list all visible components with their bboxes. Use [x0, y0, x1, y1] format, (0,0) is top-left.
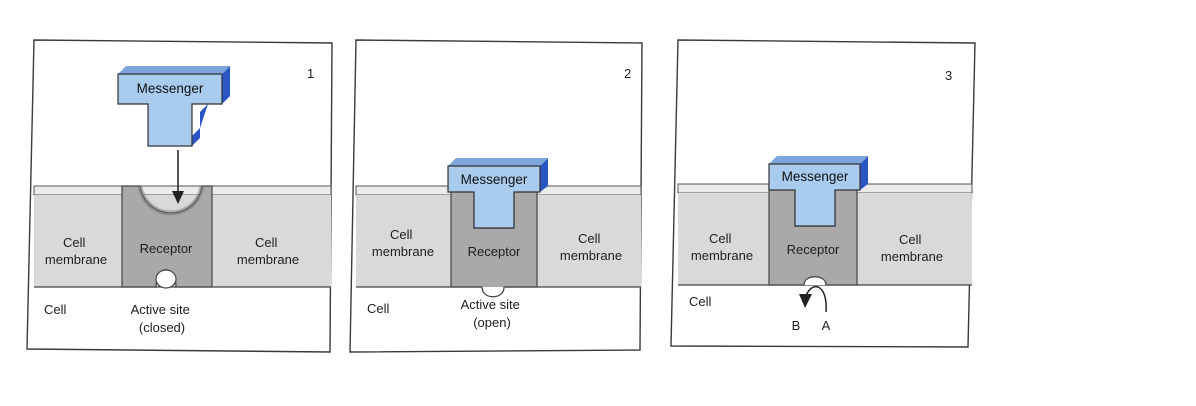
messenger: [117, 73, 223, 147]
panel-1: 1 Messenger Cell membrane Receptor Cell …: [26, 39, 333, 353]
product-b-label: B: [792, 318, 801, 333]
messenger-side: [192, 66, 230, 146]
messenger: [768, 163, 861, 227]
active-site: [803, 276, 827, 286]
arrow-down-icon: [799, 294, 812, 308]
messenger-label: Messenger: [137, 81, 204, 96]
panel-2: 2 Messenger Cell membrane Receptor Cell …: [349, 39, 643, 353]
substrate-a-label: A: [822, 318, 831, 333]
messenger-top: [769, 156, 868, 164]
messenger-side: [860, 156, 868, 190]
messenger-top: [448, 158, 548, 166]
messenger: [447, 165, 541, 229]
messenger-label: Messenger: [461, 172, 528, 187]
messenger-top: [118, 66, 230, 74]
receptor-label: Receptor: [140, 241, 193, 256]
cell-label: Cell: [44, 302, 67, 317]
panel-number: 3: [945, 68, 952, 83]
cell-membrane-left-label: Cell membrane: [372, 227, 434, 259]
cell-membrane-right-label: Cell membrane: [560, 231, 622, 263]
arrow-down-icon: [172, 191, 184, 204]
panel-number: 2: [624, 66, 631, 81]
active-site-label: Active site (open): [461, 297, 524, 330]
panel-number: 1: [307, 66, 314, 81]
active-site-closed: [155, 269, 177, 289]
cell-label: Cell: [689, 294, 712, 309]
receptor-label: Receptor: [787, 242, 840, 257]
binding-pocket: [137, 185, 205, 216]
messenger-side: [540, 158, 548, 192]
receptor-label: Receptor: [468, 244, 521, 259]
messenger-label: Messenger: [782, 169, 849, 184]
cell-label: Cell: [367, 301, 390, 316]
cell-membrane-right-label: Cell membrane: [237, 235, 299, 267]
active-site-label: Active site (closed): [131, 302, 194, 335]
cell-membrane-right-label: Cell membrane: [881, 232, 943, 264]
active-site-open: [481, 286, 505, 298]
cell-membrane-left-label: Cell membrane: [691, 231, 753, 263]
reaction-arrow: [805, 285, 827, 313]
cell-membrane-left-label: Cell membrane: [45, 235, 107, 267]
panel-3: 3 Messenger Cell membrane Receptor Cell …: [670, 39, 976, 348]
